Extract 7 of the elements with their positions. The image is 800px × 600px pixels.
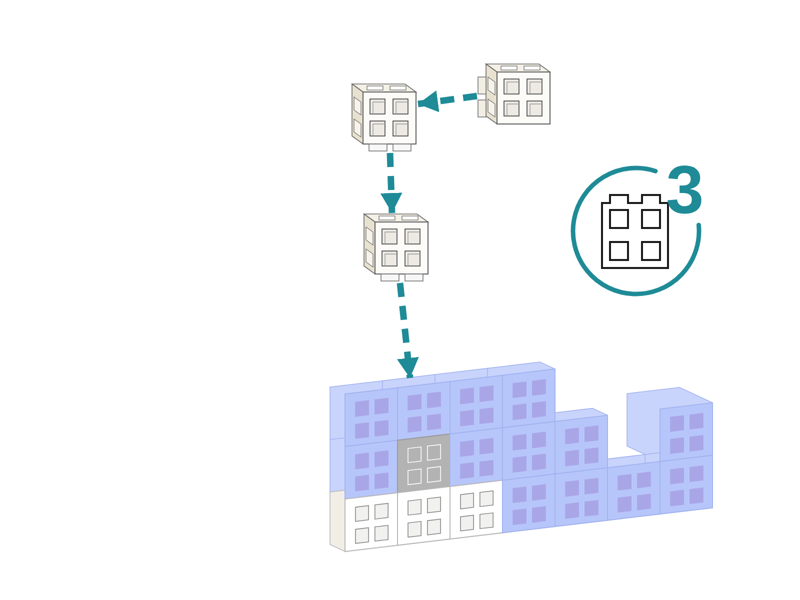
cube-block bbox=[351, 83, 418, 153]
dashed-arrow bbox=[418, 90, 478, 112]
step-number: 3 bbox=[666, 156, 704, 224]
dashed-arrow bbox=[380, 152, 402, 214]
cube-block bbox=[477, 63, 552, 126]
cube-block bbox=[363, 213, 430, 283]
dashed-arrow bbox=[396, 282, 419, 378]
